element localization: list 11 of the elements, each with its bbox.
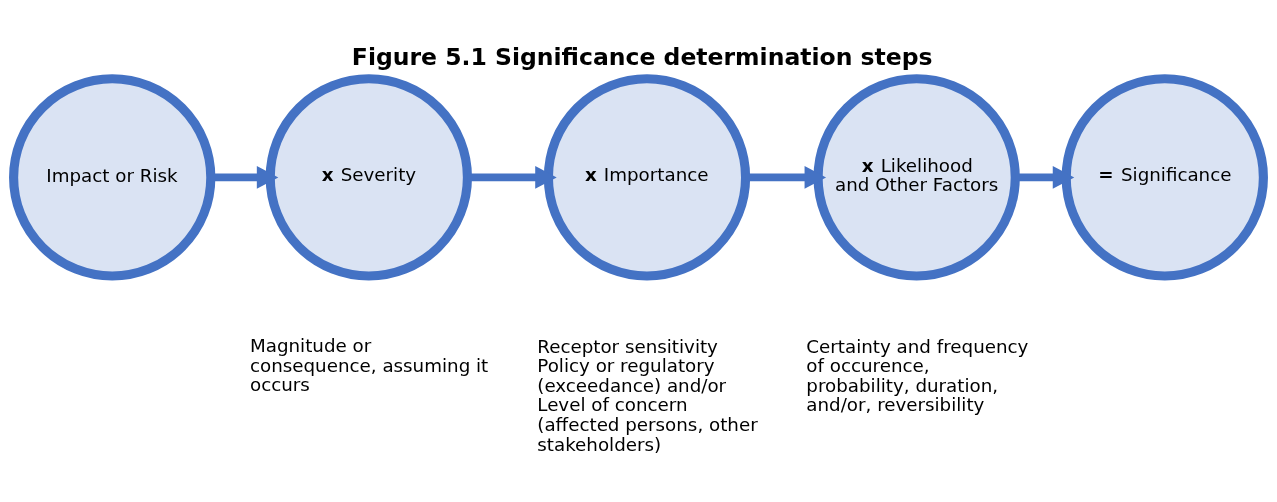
diagram-title: Figure 5.1 Significance determination steps [351, 42, 933, 71]
node-label: (affected persons, other stakeholders) [537, 413, 758, 455]
node-circle: Impact or Risk [9, 73, 216, 281]
node-label: Receptor sensitivity [537, 335, 718, 357]
node-label: Certainty and frequency of occurence, probability, duration, and/or, reversibility [806, 335, 1029, 415]
node-label: Level of concern [537, 393, 688, 415]
node-label: Magnitude or consequence, assuming it occurs [249, 334, 489, 395]
node-circle: x Importance [543, 73, 751, 281]
node-circle: = Significance [1061, 73, 1268, 281]
node-circle: x Severity [265, 73, 472, 281]
node-circle: x Likelihood and Other Factors [813, 73, 1020, 281]
